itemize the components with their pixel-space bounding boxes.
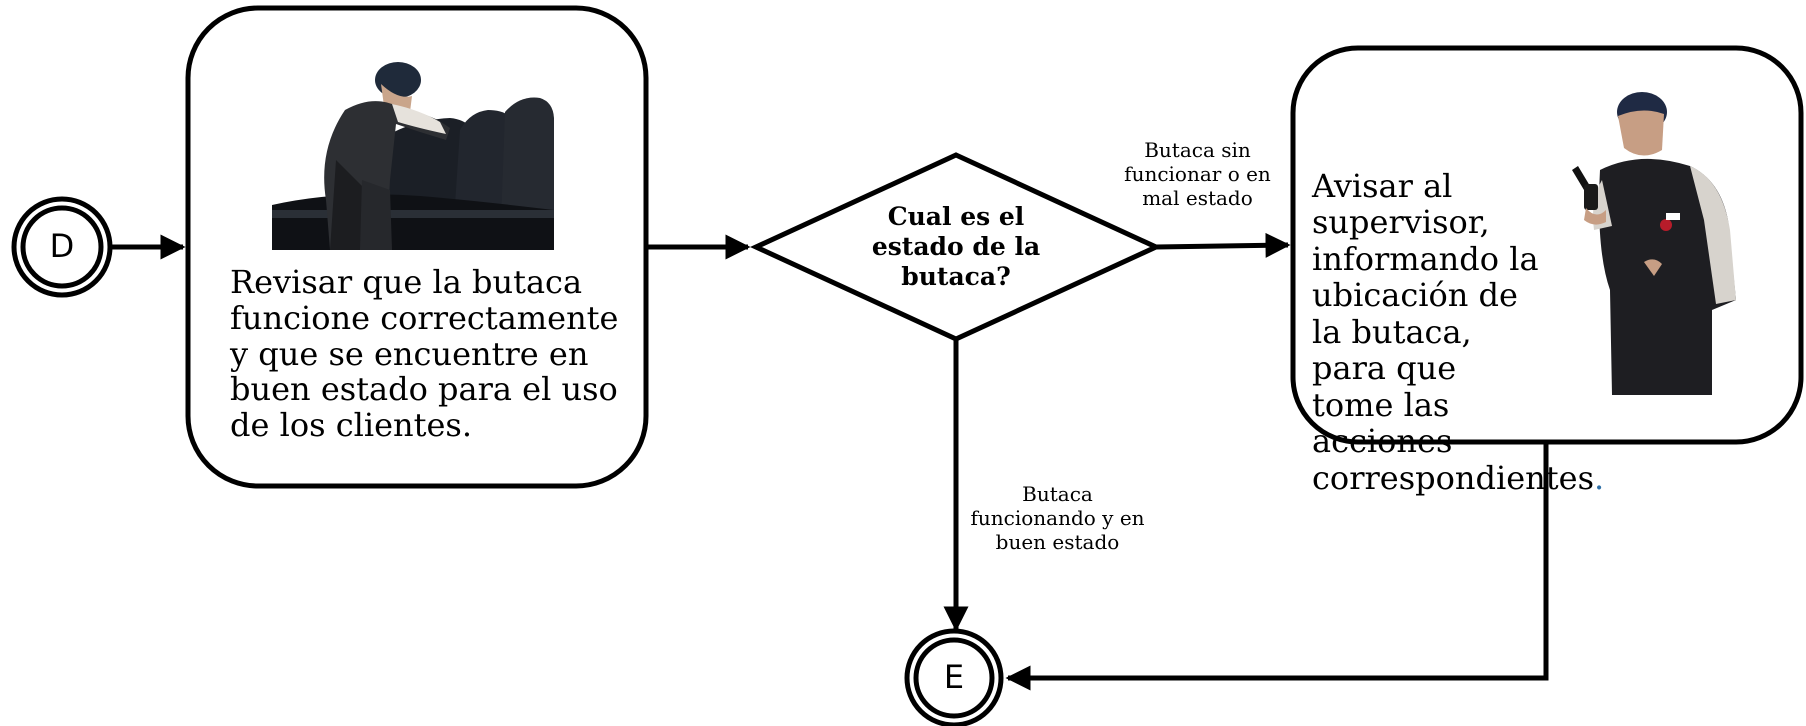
worker-inspecting-seat-image: [272, 62, 554, 250]
task-notify-text: Avisar al supervisor, informando la ubic…: [1312, 168, 1604, 496]
edge-label-good-state: Butaca funcionando y en buen estado: [970, 482, 1145, 554]
end-event-e[interactable]: [904, 628, 1004, 726]
edge-label-bad-state: Butaca sin funcionar o en mal estado: [1124, 138, 1271, 210]
end-event-label: E: [943, 658, 965, 696]
decision-question: Cual es el estado de la butaca?: [871, 202, 1041, 291]
worker-with-radio-image: [1572, 92, 1736, 395]
task-inspect-text: Revisar que la butaca funcione correctam…: [230, 263, 619, 445]
edge-decision-to-notify: [1155, 232, 1291, 258]
edge-notify-to-end: [1005, 444, 1549, 691]
start-event-label: D: [49, 227, 75, 265]
start-event-d[interactable]: [11, 196, 113, 298]
task-notify-trailing-dot: .: [1593, 458, 1605, 497]
task-notify-body: Avisar al supervisor, informando la ubic…: [1312, 167, 1594, 497]
